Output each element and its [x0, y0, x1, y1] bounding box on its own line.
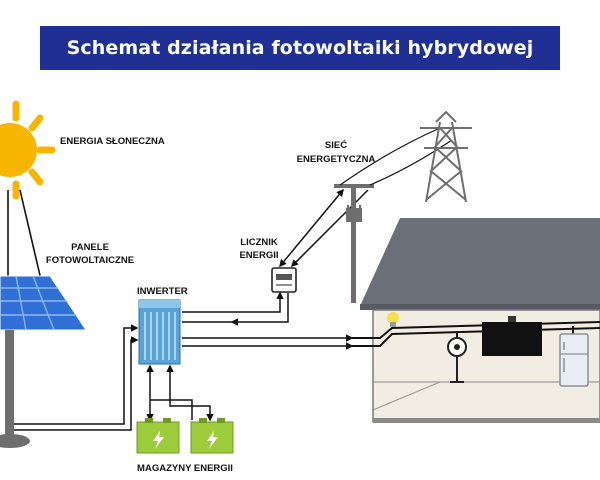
label-grid-line2: ENERGETYCZNA	[297, 154, 376, 165]
battery-cable	[146, 364, 214, 422]
fan-icon	[447, 337, 467, 383]
light-bulb-icon	[387, 312, 399, 327]
sun-icon	[0, 100, 56, 200]
title-banner: Schemat działania fotowoltaiki hybrydowe…	[40, 26, 560, 70]
label-panels-line2: FOTOWOLTAICZNE	[46, 255, 134, 266]
power-tower-icon	[420, 110, 472, 203]
solar-panel-icon	[0, 275, 87, 448]
fridge-icon	[559, 333, 589, 387]
label-panels-line1: PANELE	[71, 242, 109, 253]
sun-ray-arrow	[19, 189, 45, 286]
label-sun: ENERGIA SŁONECZNA	[60, 136, 165, 147]
house-cable	[182, 334, 354, 350]
label-inverter: INWERTER	[137, 286, 188, 297]
label-storage: MAGAZYNY ENERGII	[137, 463, 233, 474]
battery-icon	[136, 418, 180, 454]
label-meter-line1: LICZNIK	[240, 237, 278, 248]
energy-meter-icon	[271, 267, 297, 293]
label-meter-line2: ENERGII	[239, 250, 278, 261]
power-line	[339, 127, 453, 186]
panel-cable	[14, 324, 139, 431]
battery-icon	[190, 418, 234, 454]
diagram-title: Schemat działania fotowoltaiki hybrydowe…	[66, 37, 534, 59]
tv-icon	[482, 316, 542, 356]
utility-pole	[334, 184, 374, 303]
inverter-icon	[138, 299, 181, 365]
label-grid-line1: SIEĆ	[325, 139, 347, 151]
meter-cable	[182, 291, 289, 326]
